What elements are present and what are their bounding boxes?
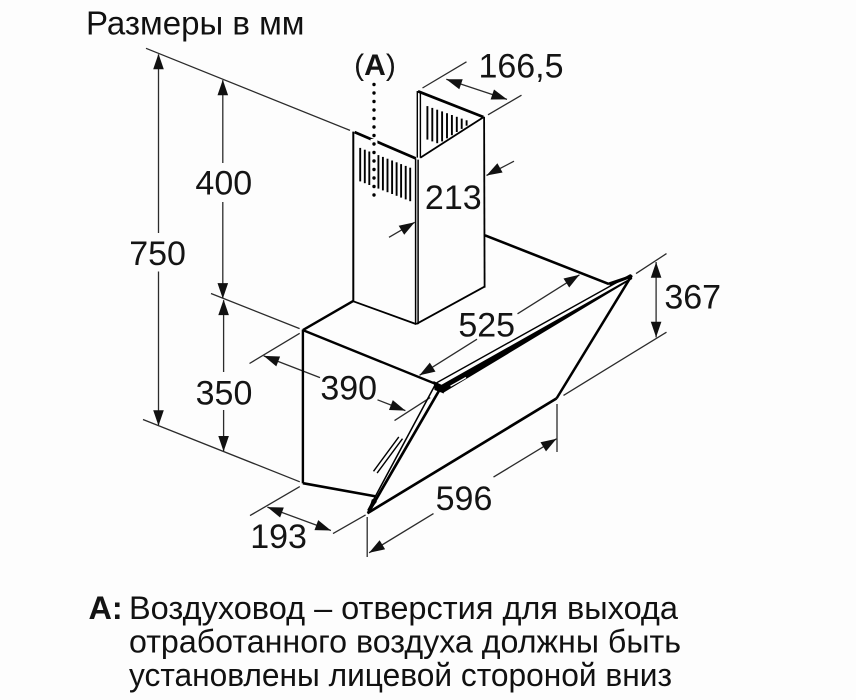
svg-text:193: 193 (250, 518, 307, 556)
svg-text:166,5: 166,5 (478, 47, 563, 85)
svg-text:367: 367 (664, 279, 721, 317)
svg-text:213: 213 (425, 179, 482, 217)
svg-text:установлены лицевой стороной в: установлены лицевой стороной вниз (129, 657, 672, 693)
svg-text:390: 390 (320, 370, 377, 408)
svg-text:750: 750 (129, 235, 186, 273)
svg-text:350: 350 (196, 375, 253, 413)
svg-text:400: 400 (195, 165, 252, 203)
svg-text:А:: А: (89, 590, 123, 626)
svg-text:Воздуховод – отверстия для вых: Воздуховод – отверстия для выхода (129, 590, 679, 626)
svg-text:(A): (A) (354, 49, 396, 82)
svg-text:Размеры в мм: Размеры в мм (86, 4, 305, 41)
svg-text:отработанного воздуха должны б: отработанного воздуха должны быть (129, 623, 681, 659)
svg-text:525: 525 (458, 307, 515, 345)
svg-text:596: 596 (436, 480, 493, 518)
